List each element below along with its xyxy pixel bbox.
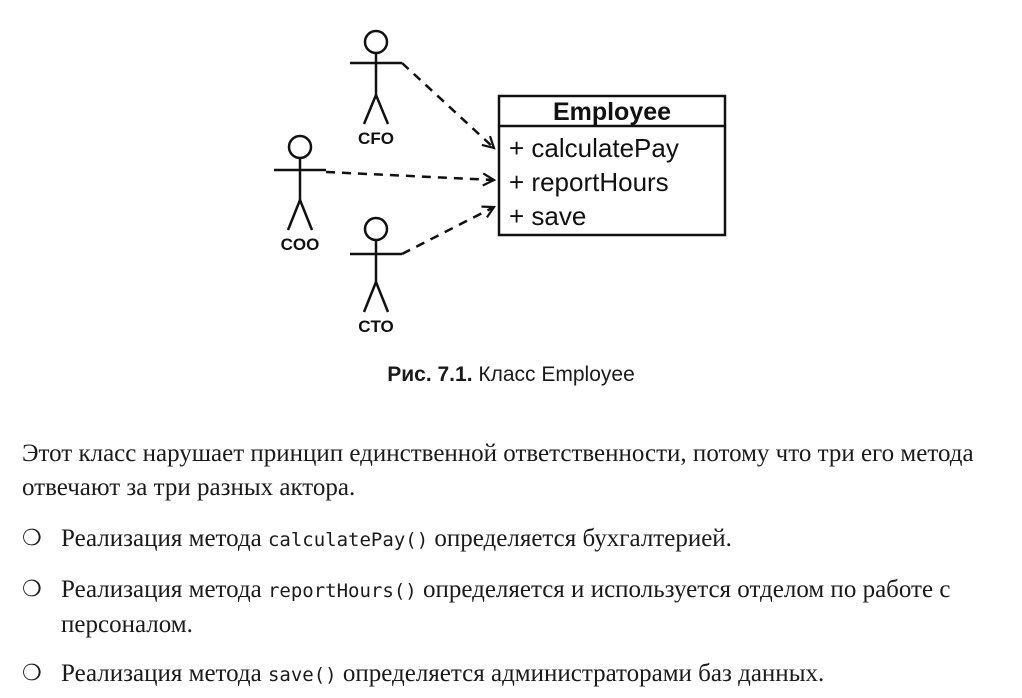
- bullet-text: Реализация метода save() определяется ад…: [22, 657, 1002, 692]
- bullet-prefix: Реализация метода: [61, 525, 268, 552]
- bullet-code: calculatePay(): [267, 529, 429, 551]
- class-member-calculatepay: + calculatePay: [509, 133, 679, 163]
- class-box-frame: [497, 94, 727, 237]
- bullet-marker-icon: ❍: [22, 577, 42, 602]
- bullet-code: reportHours(): [267, 580, 417, 602]
- body-paragraph: Этот класс нарушает принцип единственной…: [22, 440, 974, 501]
- actor-head: [363, 216, 389, 242]
- class-member-save: + save: [509, 201, 586, 231]
- bullet-prefix: Реализация метода: [61, 576, 268, 603]
- bullet-item: ❍ Реализация метода reportHours() опреде…: [22, 573, 1002, 642]
- dependency-arrow-coo: [325, 170, 494, 180]
- actor-label-cto: CTO: [358, 317, 394, 336]
- actor-head: [287, 134, 313, 160]
- figure-caption-number: Рис. 7.1.: [387, 363, 473, 386]
- bullet-item: ❍ Реализация метода save() определяется …: [22, 657, 1002, 692]
- bullet-suffix: определяется администраторами баз данных…: [336, 660, 825, 687]
- actor-leg-right: [374, 281, 390, 313]
- actor-cfo: CFO: [350, 29, 402, 148]
- bullet-marker-icon: ❍: [22, 661, 42, 686]
- class-member-reporthours: + reportHours: [509, 167, 669, 197]
- actor-leg-left: [362, 94, 378, 125]
- actor-leg-left: [286, 199, 302, 231]
- dependency-arrow-cfo: [401, 62, 494, 148]
- bullet-prefix: Реализация метода: [61, 660, 268, 687]
- uml-diagram: CFO COO CTO Employee + calculatePay + re…: [274, 29, 727, 336]
- class-box-employee: Employee + calculatePay + reportHours + …: [497, 94, 727, 237]
- actor-label-coo: COO: [281, 235, 320, 254]
- actor-leg-right: [374, 94, 390, 125]
- bullet-suffix: определяется и используется отделом по р…: [61, 576, 951, 638]
- class-title: Employee: [553, 98, 671, 126]
- bullet-marker-icon: ❍: [22, 526, 42, 551]
- bullet-item: ❍ Реализация метода calculatePay() опред…: [22, 522, 1002, 557]
- bullet-text: Реализация метода reportHours() определя…: [22, 573, 1002, 642]
- bullet-code: save(): [267, 664, 337, 686]
- bullet-suffix: определяется бухгалтерией.: [428, 525, 732, 552]
- dependency-arrow-cto: [401, 207, 494, 256]
- actor-leg-right: [298, 199, 314, 231]
- actor-head: [363, 29, 389, 55]
- actor-leg-left: [362, 281, 378, 313]
- actor-label-cfo: CFO: [358, 129, 394, 148]
- figure-caption: Рис. 7.1. Класс Employee: [0, 363, 1022, 387]
- figure-caption-text: Класс Employee: [478, 363, 635, 386]
- bullet-text: Реализация метода calculatePay() определ…: [22, 522, 1002, 557]
- actor-cto: CTO: [350, 216, 402, 336]
- actor-coo: COO: [274, 134, 326, 254]
